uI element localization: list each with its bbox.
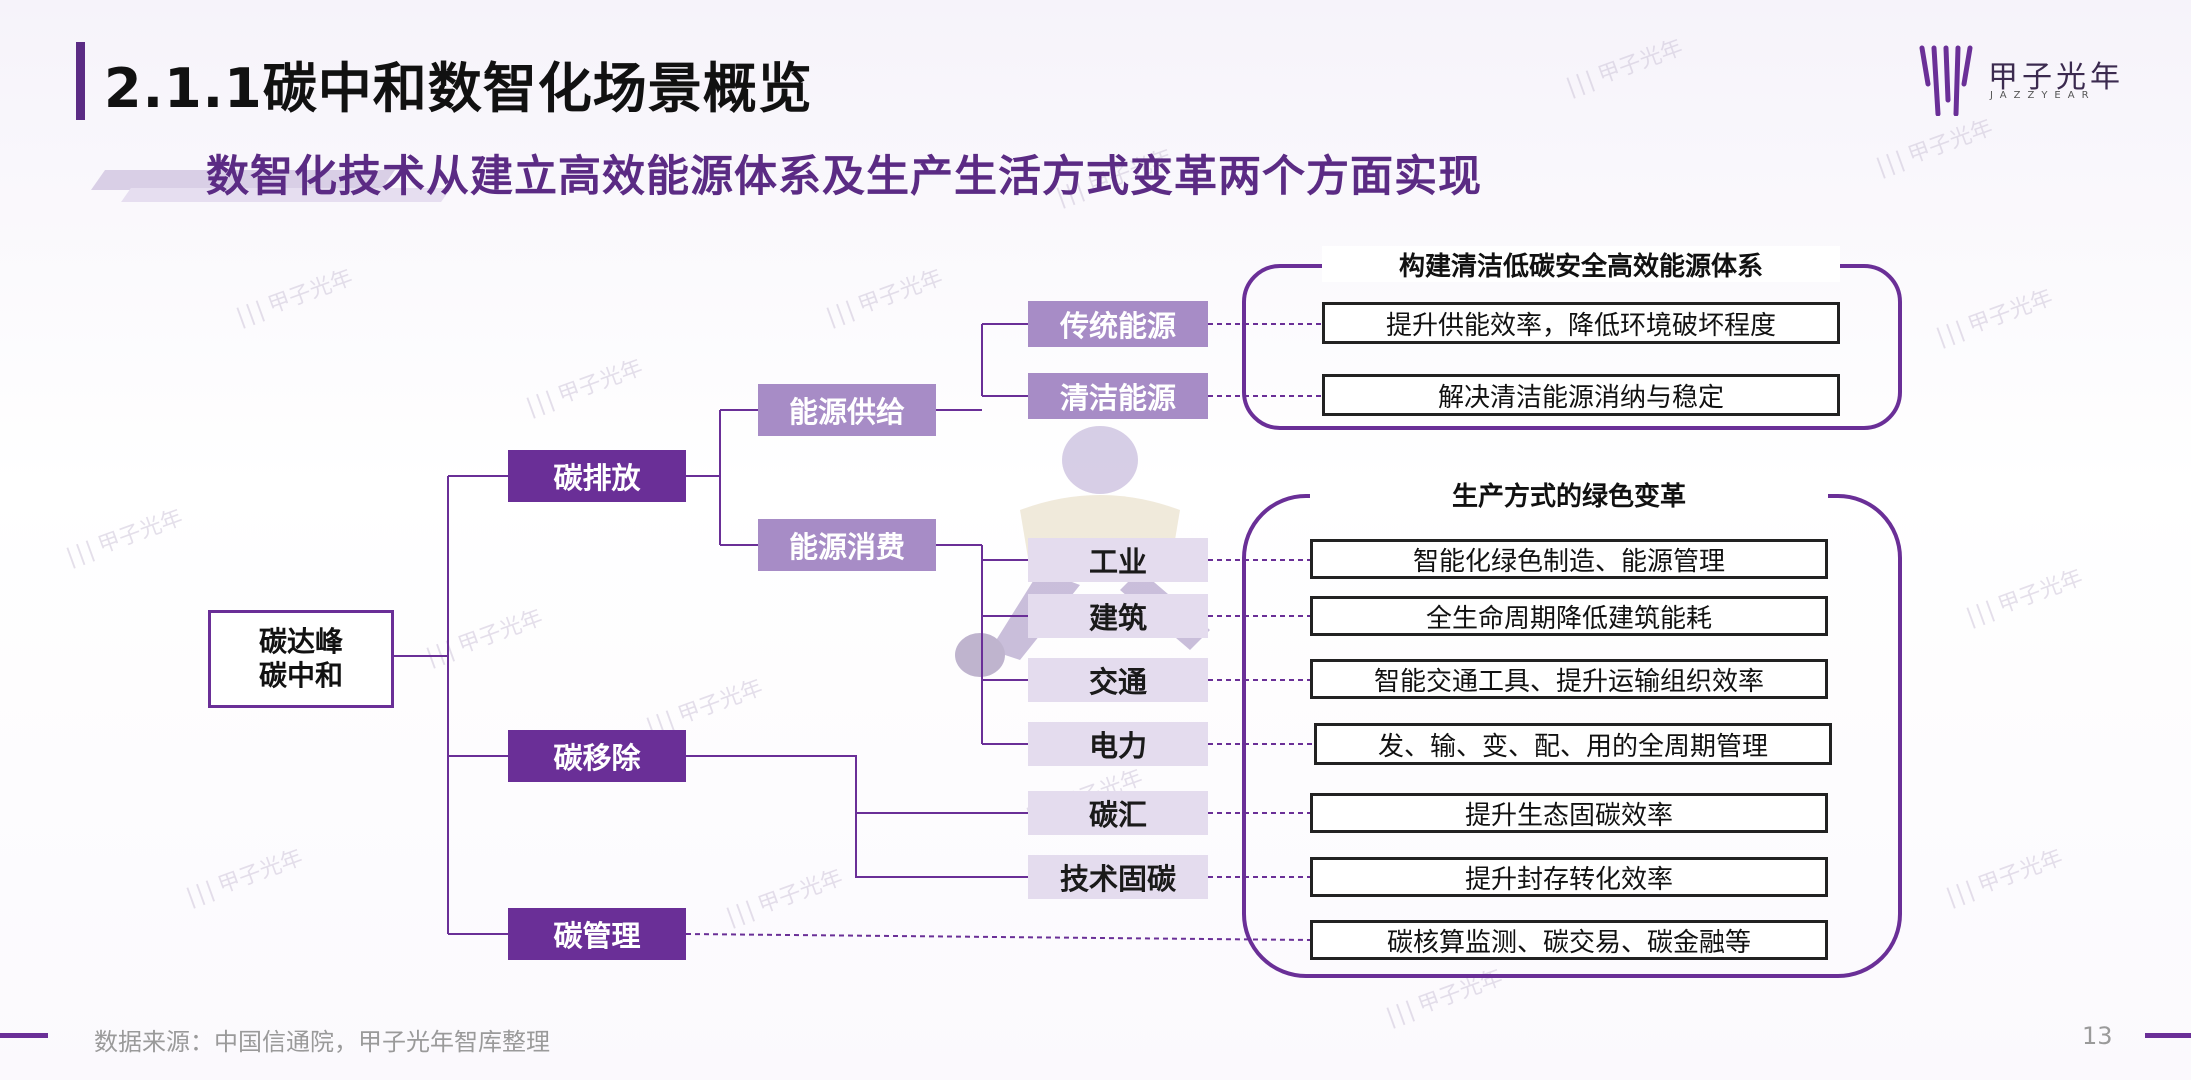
logo-text: 甲子光年 <box>1988 60 2124 95</box>
node-management: 碳管理 <box>508 908 686 960</box>
desc-traditional-energy: 提升供能效率，降低环境破坏程度 <box>1322 302 1840 344</box>
energy-system-title: 构建清洁低碳安全高效能源体系 <box>1322 246 1840 282</box>
node-industry: 工业 <box>1028 538 1208 582</box>
desc-carbon-management: 碳核算监测、碳交易、碳金融等 <box>1310 920 1828 960</box>
root-node: 碳达峰 碳中和 <box>208 610 394 708</box>
desc-industry: 智能化绿色制造、能源管理 <box>1310 539 1828 579</box>
page-subtitle: 数智化技术从建立高效能源体系及生产生活方式变革两个方面实现 <box>206 152 1482 202</box>
node-transport: 交通 <box>1028 658 1208 702</box>
page-number: 13 <box>2082 1022 2113 1050</box>
node-clean-energy: 清洁能源 <box>1028 373 1208 419</box>
desc-clean-energy: 解决清洁能源消纳与稳定 <box>1322 374 1840 416</box>
node-power: 电力 <box>1028 722 1208 766</box>
footer-source: 数据来源：中国信通院，甲子光年智库整理 <box>94 1028 550 1056</box>
green-production-title: 生产方式的绿色变革 <box>1310 474 1828 514</box>
logo-icon <box>1919 45 1973 116</box>
footer-accent-left <box>0 1033 48 1038</box>
node-tech-capture: 技术固碳 <box>1028 855 1208 899</box>
title-accent-bar <box>76 42 85 120</box>
node-building: 建筑 <box>1028 594 1208 638</box>
node-energy-supply: 能源供给 <box>758 384 936 436</box>
node-traditional-energy: 传统能源 <box>1028 301 1208 347</box>
footer-accent-right <box>2145 1033 2191 1038</box>
desc-building: 全生命周期降低建筑能耗 <box>1310 596 1828 636</box>
node-removal: 碳移除 <box>508 730 686 782</box>
desc-tech-capture: 提升封存转化效率 <box>1310 857 1828 897</box>
node-carbon-sink: 碳汇 <box>1028 791 1208 835</box>
node-energy-consumption: 能源消费 <box>758 519 936 571</box>
desc-carbon-sink: 提升生态固碳效率 <box>1310 793 1828 833</box>
page-title: 2.1.1碳中和数智化场景概览 <box>104 57 813 120</box>
desc-transport: 智能交通工具、提升运输组织效率 <box>1310 659 1828 699</box>
desc-power: 发、输、变、配、用的全周期管理 <box>1314 723 1832 765</box>
node-emission: 碳排放 <box>508 450 686 502</box>
logo-subtext: JAZZYEAR <box>1990 90 2096 101</box>
